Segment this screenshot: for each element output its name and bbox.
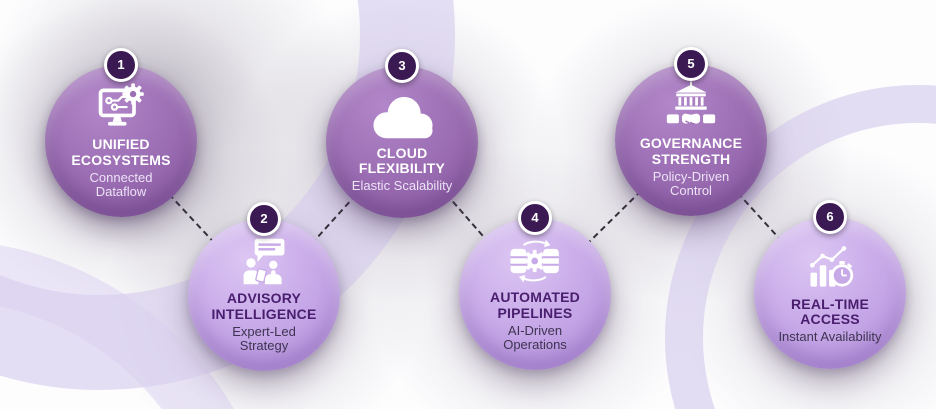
monitor-circuit-gear-icon	[98, 83, 144, 126]
database-gear-sync-icon	[510, 239, 560, 283]
step-number-badge: 4	[518, 201, 552, 235]
chart-stopwatch-icon	[810, 245, 854, 287]
step-number-badge: 1	[104, 48, 138, 82]
step-title: UNIFIED ECOSYSTEMS	[71, 136, 171, 168]
consultation-people-icon	[243, 239, 285, 285]
step-number-badge: 5	[674, 47, 708, 81]
step-circle-real-time-access: 6 REAL-TIME ACCESS Instant Availability	[754, 200, 906, 369]
step-number-badge: 2	[247, 202, 281, 236]
step-circle-unified-ecosystems: 1 UN	[45, 48, 197, 217]
step-number-badge: 6	[813, 200, 847, 234]
step-title: GOVERNANCE STRENGTH	[639, 135, 743, 167]
step-subtitle: Expert-Led Strategy	[232, 323, 296, 354]
government-handshake-icon	[666, 81, 716, 125]
step-title: AUTOMATED PIPELINES	[490, 289, 580, 321]
step-circle-advisory-intelligence: 2 ADVISORY INTELLIGENCE Expert-Led Strat…	[188, 202, 340, 371]
step-circle-governance-strength: 5 GOVERNANCE STRENGTH Policy-D	[615, 47, 767, 216]
step-title: CLOUD FLEXIBILITY	[358, 144, 446, 177]
step-number-badge: 3	[385, 49, 419, 83]
step-subtitle: Elastic Scalability	[351, 177, 453, 193]
step-circle-automated-pipelines: 4	[459, 201, 611, 370]
step-subtitle: Policy-Driven Control	[652, 168, 730, 199]
step-circle-cloud-flexibility: 3 CLOUD FLEXIBILITY Elastic Scalability	[326, 49, 478, 218]
step-title: ADVISORY INTELLIGENCE	[211, 290, 317, 322]
step-subtitle: AI-Driven Operations	[503, 322, 567, 353]
cloud-icon	[373, 96, 433, 138]
step-title: REAL-TIME ACCESS	[790, 295, 869, 328]
step-subtitle: Connected Dataflow	[89, 169, 153, 200]
step-subtitle: Instant Availability	[778, 328, 882, 344]
